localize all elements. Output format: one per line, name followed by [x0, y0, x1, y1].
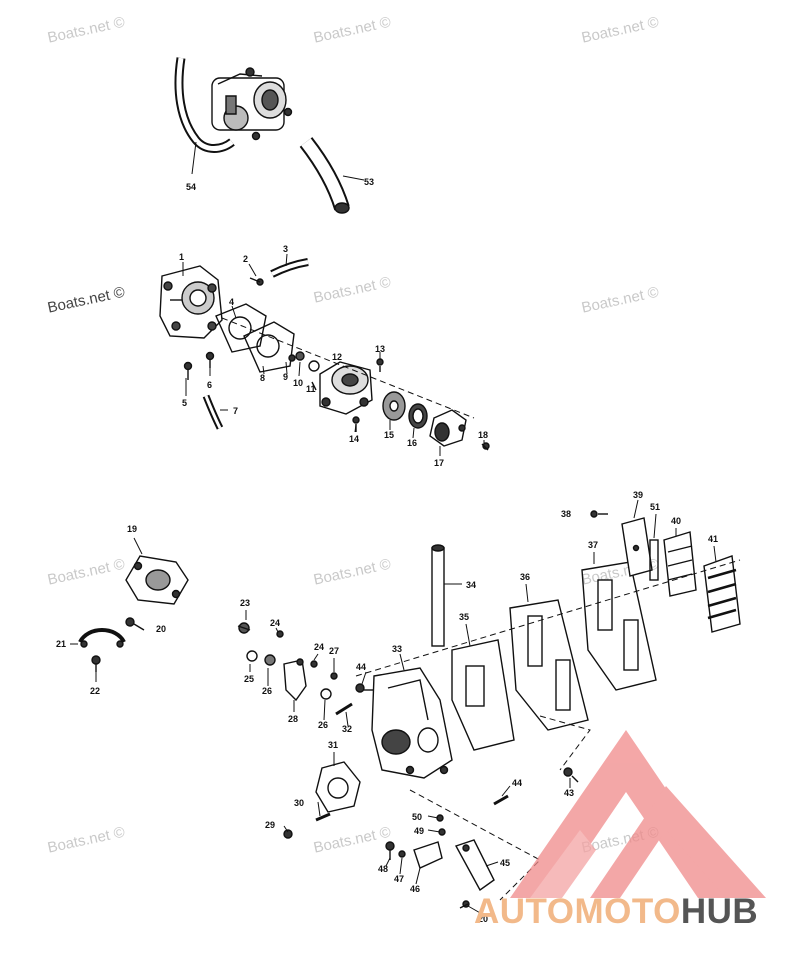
- callout-11: 11: [306, 384, 316, 394]
- callout-28: 28: [288, 714, 298, 724]
- stop-51: [649, 539, 659, 581]
- logo-wordmark-part2: HUB: [680, 892, 759, 931]
- rod-34: [431, 544, 445, 647]
- gasket-4: [215, 303, 267, 353]
- callout-47: 47: [394, 874, 404, 884]
- callout-31: 31: [328, 740, 338, 750]
- callout-15: 15: [384, 430, 394, 440]
- callout-25: 25: [244, 674, 254, 684]
- clamp-19: [125, 555, 189, 605]
- fuel-pump-assembly: [174, 57, 293, 153]
- hose-3: [270, 258, 309, 278]
- manifold-33: [371, 667, 453, 779]
- callout-10: 10: [293, 378, 303, 388]
- pump-body-1: [159, 265, 223, 339]
- reed-block-41: [703, 555, 741, 633]
- callout-45: 45: [500, 858, 510, 868]
- cap-17: [429, 409, 467, 447]
- callout-24: 24: [314, 642, 324, 652]
- callout-32: 32: [342, 724, 352, 734]
- callout-20: 20: [156, 624, 166, 634]
- callout-50: 50: [412, 812, 422, 822]
- callout-29: 29: [265, 820, 275, 830]
- callout-26: 26: [318, 720, 328, 730]
- strap-21: [78, 628, 126, 648]
- callout-13: 13: [375, 344, 385, 354]
- callout-14: 14: [349, 434, 359, 444]
- callout-35: 35: [459, 612, 469, 622]
- callout-44: 44: [512, 778, 522, 788]
- callout-17: 17: [434, 458, 444, 468]
- callout-23: 23: [240, 598, 250, 608]
- reed-block-40: [663, 531, 697, 597]
- callout-49: 49: [414, 826, 424, 836]
- callout-labels: 54 53 1 2 3 4 5 6 7 8 9 10 11 12 13 14 1…: [56, 177, 718, 924]
- logo-wordmark: AUTOMOTOHUB: [474, 892, 758, 932]
- callout-37: 37: [588, 540, 598, 550]
- callout-33: 33: [392, 644, 402, 654]
- callout-48: 48: [378, 864, 388, 874]
- callout-46: 46: [410, 884, 420, 894]
- gasket-35: [451, 639, 515, 751]
- callout-38: 38: [561, 509, 571, 519]
- bracket-28: [283, 659, 307, 702]
- callout-39: 39: [633, 490, 643, 500]
- callout-24: 24: [270, 618, 280, 628]
- callout-21: 21: [56, 639, 66, 649]
- callout-40: 40: [671, 516, 681, 526]
- reed-39: [621, 517, 653, 577]
- callout-16: 16: [407, 438, 417, 448]
- callout-4: 4: [229, 297, 234, 307]
- callout-12: 12: [332, 352, 342, 362]
- callout-8: 8: [260, 373, 265, 383]
- callout-51: 51: [650, 502, 660, 512]
- callout-27: 27: [329, 646, 339, 656]
- callout-9: 9: [283, 372, 288, 382]
- gasket-31: [315, 761, 361, 813]
- callout-18: 18: [478, 430, 488, 440]
- callout-36: 36: [520, 572, 530, 582]
- bracket-46: [413, 841, 443, 869]
- callout-54: 54: [186, 182, 196, 192]
- callout-43: 43: [564, 788, 574, 798]
- gasket-8: [243, 321, 295, 373]
- callout-34: 34: [466, 580, 476, 590]
- hose-7: [202, 394, 224, 430]
- lever-45: [454, 839, 495, 892]
- callout-2: 2: [243, 254, 248, 264]
- automotohub-logo: [510, 730, 766, 898]
- logo-wordmark-part1: AUTOMOTO: [474, 892, 681, 931]
- callout-22: 22: [90, 686, 100, 696]
- callout-41: 41: [708, 534, 718, 544]
- callout-1: 1: [179, 252, 184, 262]
- callout-6: 6: [207, 380, 212, 390]
- callout-5: 5: [182, 398, 187, 408]
- callout-7: 7: [233, 406, 238, 416]
- diaphragm-15: [382, 391, 406, 421]
- callout-19: 19: [127, 524, 137, 534]
- callout-44: 44: [356, 662, 366, 672]
- pump-cover-12: [319, 361, 373, 415]
- callout-30: 30: [294, 798, 304, 808]
- plate-36: [509, 599, 589, 731]
- ring-16: [408, 403, 428, 429]
- callout-26: 26: [262, 686, 272, 696]
- gasket-37: [581, 561, 657, 691]
- hose-53: [299, 137, 350, 214]
- callout-20: 20: [478, 914, 488, 924]
- callout-53: 53: [364, 177, 374, 187]
- callout-3: 3: [283, 244, 288, 254]
